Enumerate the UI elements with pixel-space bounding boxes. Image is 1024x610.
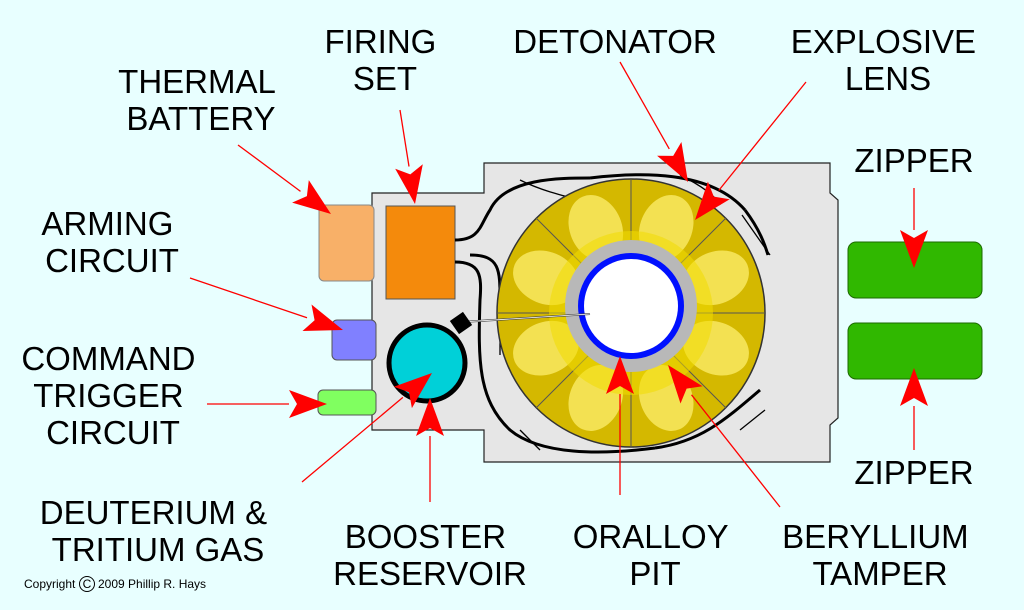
- booster-reservoir: [386, 322, 468, 404]
- thermal-battery: [318, 204, 375, 282]
- arrow-deuterium-tritium: [301, 373, 432, 483]
- arrow-detonator: [619, 61, 688, 182]
- arrow-thermal-battery: [237, 144, 331, 214]
- arrow-zipper-bottom: [900, 368, 928, 450]
- label-zipper-top: ZIPPER: [854, 142, 973, 179]
- firing-set: [385, 205, 456, 300]
- gas-line-inner: [461, 313, 591, 323]
- label-beryllium-tamper: BERYLLIUM TAMPER: [782, 518, 978, 592]
- arrow-arming-circuit: [189, 277, 343, 331]
- copyright-symbol: C: [83, 577, 92, 591]
- command-trigger-circuit: [317, 389, 377, 416]
- arrow-beryllium-tamper: [668, 365, 781, 508]
- arrow-command-trigger: [207, 390, 327, 418]
- label-deuterium-tritium: DEUTERIUM & TRITIUM GAS: [40, 494, 277, 568]
- label-firing-set: FIRING SET: [325, 23, 446, 97]
- copyright-notice: Copyright C 2009 Phillip R. Hays: [24, 576, 206, 592]
- label-thermal-battery: THERMAL BATTERY: [118, 63, 284, 137]
- label-zipper-bottom: ZIPPER: [854, 454, 973, 491]
- label-detonator: DETONATOR: [513, 23, 717, 60]
- arming-circuit: [331, 319, 377, 361]
- arrow-zipper-top: [900, 188, 928, 268]
- label-arming-circuit: ARMING CIRCUIT: [41, 205, 182, 279]
- arrow-oralloy-pit: [606, 356, 634, 495]
- label-explosive-lens: EXPLOSIVE LENS: [791, 23, 985, 97]
- oralloy-pit-core: [584, 259, 678, 353]
- copyright-prefix: Copyright: [24, 577, 76, 591]
- pointer-arrows: [189, 61, 928, 508]
- copyright-symbol-ring: [79, 576, 95, 592]
- arrow-firing-set: [395, 109, 423, 204]
- arrow-explosive-lens: [695, 81, 807, 220]
- reservoir-valve: [449, 311, 473, 335]
- arrow-booster-reservoir: [416, 398, 444, 502]
- label-command-trigger: COMMAND TRIGGER CIRCUIT: [21, 340, 204, 451]
- label-booster-reservoir: BOOSTER RESERVOIR: [333, 518, 527, 592]
- zipper-bottom: [847, 322, 983, 380]
- label-oralloy-pit: ORALLOY PIT: [573, 518, 737, 592]
- copyright-text: 2009 Phillip R. Hays: [98, 577, 206, 591]
